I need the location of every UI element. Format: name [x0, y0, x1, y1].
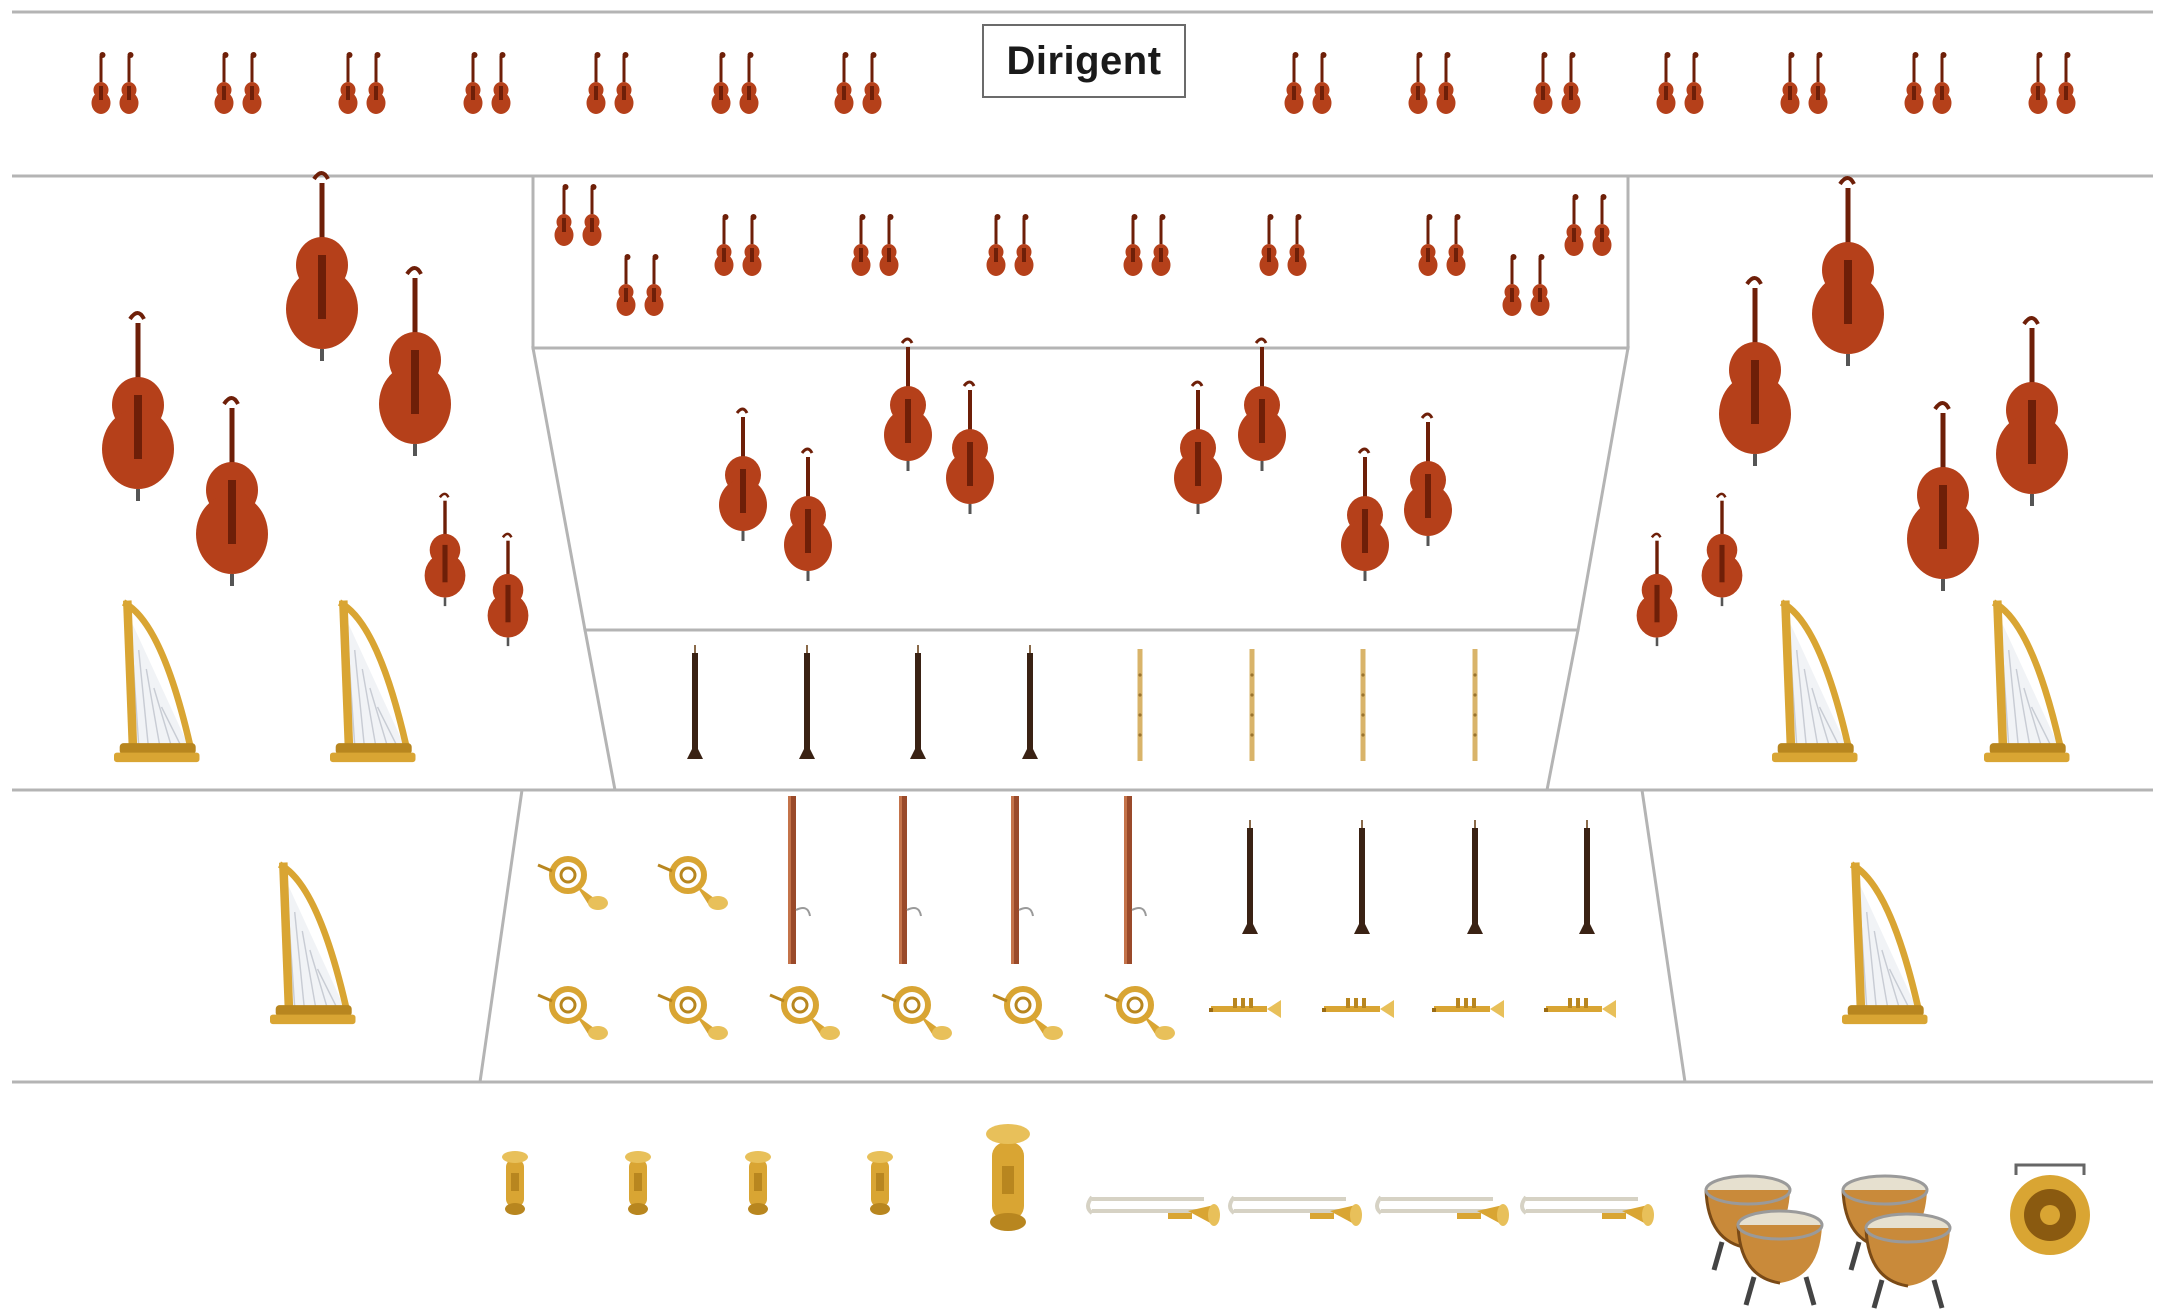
clarinet-icon — [1466, 819, 1484, 935]
double-bass-icon — [379, 268, 451, 456]
gong-icon — [2008, 1163, 2092, 1257]
french-horn-icon — [538, 989, 608, 1040]
trombone-icon — [1520, 1195, 1656, 1228]
violin-pair-icon — [1124, 214, 1171, 276]
trombone-icon — [1375, 1195, 1511, 1228]
clarinet-icon — [1241, 819, 1259, 935]
cello-icon — [1699, 492, 1745, 608]
instrument-layer — [92, 52, 2092, 1308]
cello-icon — [782, 447, 834, 583]
cello-icon — [485, 532, 531, 648]
cello-icon — [944, 380, 996, 516]
double-bass-icon — [1719, 278, 1791, 466]
cello-icon — [1236, 337, 1288, 473]
violin-pair-icon — [1260, 214, 1307, 276]
violin-pair-icon — [1503, 254, 1550, 316]
bassoon-icon — [898, 795, 922, 965]
violin-pair-icon — [835, 52, 882, 114]
brass-trapezoid — [478, 788, 1687, 1084]
harp-icon — [114, 601, 200, 763]
flute-icon — [1249, 649, 1255, 761]
french-horn-icon — [770, 989, 840, 1040]
oboe-icon — [686, 644, 704, 760]
double-bass-icon — [1907, 403, 1979, 591]
stage-dividers — [12, 10, 2153, 1084]
trumpet-icon — [1322, 998, 1394, 1018]
violin-pair-icon — [712, 52, 759, 114]
violin-pair-icon — [464, 52, 511, 114]
oboe-icon — [798, 644, 816, 760]
french-horn-icon — [993, 989, 1063, 1040]
french-horn-icon — [1105, 989, 1175, 1040]
violin-pair-icon — [852, 214, 899, 276]
harp-icon — [1772, 601, 1858, 763]
double-bass-icon — [1996, 318, 2068, 506]
violin-pair-icon — [617, 254, 664, 316]
double-bass-icon — [196, 398, 268, 586]
cello-icon — [882, 337, 934, 473]
french-horn-icon — [658, 989, 728, 1040]
trumpet-icon — [1209, 998, 1281, 1018]
violin-pair-icon — [1534, 52, 1581, 114]
french-horn-icon — [538, 859, 608, 910]
violin-pair-icon — [1409, 52, 1456, 114]
tuba-icon — [986, 1124, 1030, 1231]
clarinet-icon — [1353, 819, 1371, 935]
violin-pair-icon — [92, 52, 139, 114]
harp-icon — [330, 601, 416, 763]
cello-icon — [1634, 532, 1680, 648]
cello-icon — [1339, 447, 1391, 583]
violin-pair-icon — [1285, 52, 1332, 114]
cello-trapezoid — [531, 346, 1630, 632]
tuba-icon — [502, 1151, 528, 1215]
french-horn-icon — [658, 859, 728, 910]
cello-icon — [422, 492, 468, 608]
oboe-icon — [909, 644, 927, 760]
timpani-icon — [1866, 1214, 1950, 1308]
flute-icon — [1137, 649, 1143, 761]
bassoon-icon — [1010, 795, 1034, 965]
violin-pair-icon — [1657, 52, 1704, 114]
violin-pair-icon — [1419, 214, 1466, 276]
flute-icon — [1360, 649, 1366, 761]
violin-pair-icon — [555, 184, 602, 246]
violin-pair-icon — [987, 214, 1034, 276]
violin-pair-icon — [215, 52, 262, 114]
harp-icon — [1984, 601, 2070, 763]
harp-icon — [1842, 863, 1928, 1025]
violin-pair-icon — [715, 214, 762, 276]
double-bass-icon — [1812, 178, 1884, 366]
double-bass-icon — [286, 173, 358, 361]
trumpet-icon — [1432, 998, 1504, 1018]
tuba-icon — [867, 1151, 893, 1215]
flute-icon — [1472, 649, 1478, 761]
tuba-icon — [745, 1151, 771, 1215]
cello-icon — [717, 407, 769, 543]
violin-pair-icon — [587, 52, 634, 114]
trombone-icon — [1086, 1195, 1222, 1228]
french-horn-icon — [882, 989, 952, 1040]
violin-pair-icon — [1565, 194, 1612, 256]
bassoon-icon — [787, 795, 811, 965]
cello-icon — [1402, 412, 1454, 548]
timpani-icon — [1738, 1211, 1822, 1305]
woodwind-trapezoid — [583, 628, 1580, 792]
double-bass-icon — [102, 313, 174, 501]
harp-icon — [270, 863, 356, 1025]
trumpet-icon — [1544, 998, 1616, 1018]
oboe-icon — [1021, 644, 1039, 760]
bassoon-icon — [1123, 795, 1147, 965]
tuba-icon — [625, 1151, 651, 1215]
violin-pair-icon — [1781, 52, 1828, 114]
violin-pair-icon — [339, 52, 386, 114]
cello-icon — [1172, 380, 1224, 516]
violin-pair-icon — [1905, 52, 1952, 114]
clarinet-icon — [1578, 819, 1596, 935]
violin-pair-icon — [2029, 52, 2076, 114]
trombone-icon — [1228, 1195, 1364, 1228]
